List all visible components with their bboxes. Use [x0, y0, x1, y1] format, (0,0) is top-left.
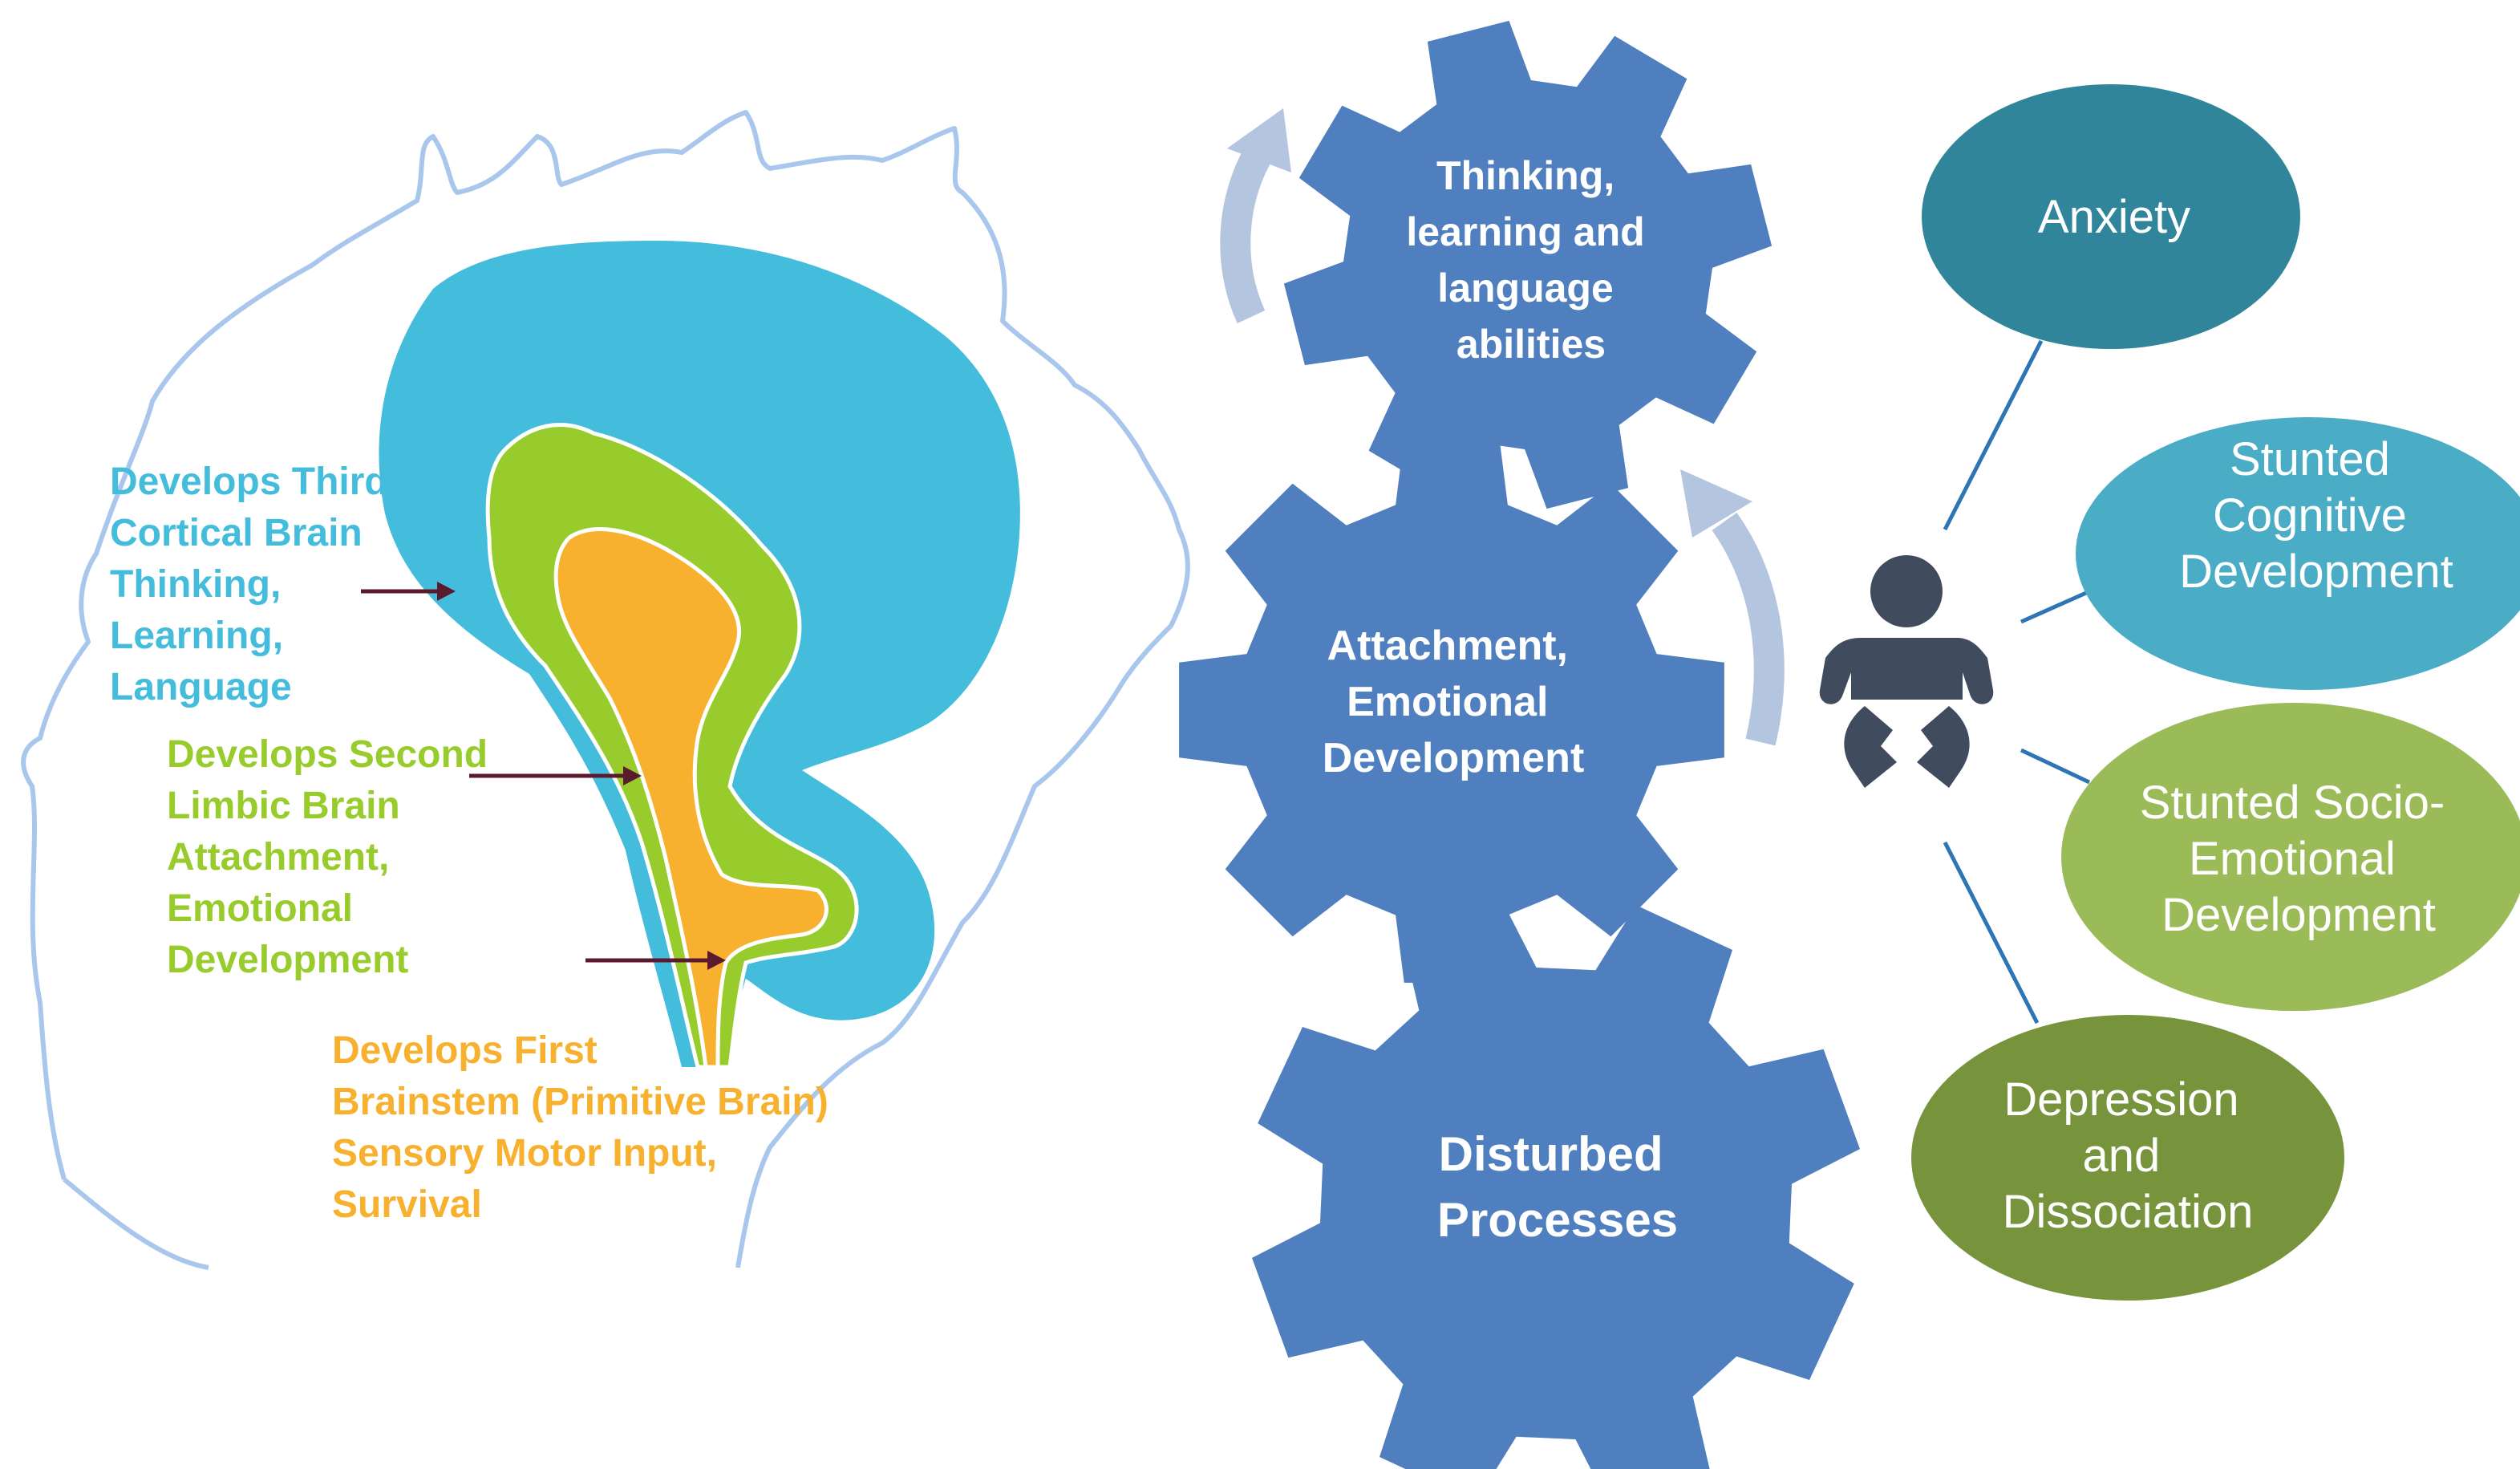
brainstem-label-line: Survival: [332, 1183, 482, 1226]
gear-top-label-line: language: [1437, 266, 1613, 310]
brainstem-label-line: Develops First: [332, 1029, 598, 1072]
gear-bottom-label-line: Processes: [1437, 1193, 1678, 1247]
brainstem-arrow: [585, 951, 726, 970]
gear-bottom-label-line: Disturbed: [1439, 1127, 1663, 1181]
depression-label-line: Dissociation: [2003, 1186, 2254, 1238]
cortical-label: Develops Third Cortical Brain Thinking, …: [110, 461, 399, 708]
gear-middle-label: Attachment, Emotional Development: [1323, 623, 1585, 781]
gear-middle-label-line: Emotional: [1347, 679, 1548, 725]
connector-cognitive: [2020, 587, 2095, 624]
limbic-arrow: [469, 766, 642, 785]
connector-socio: [2020, 748, 2091, 785]
brainstem-shape: [553, 527, 829, 1069]
outcome-cluster: Anxiety Stunted Cognitive Development St…: [1819, 84, 2520, 1301]
anxiety-label: Anxiety: [2038, 191, 2190, 243]
brain-illustration: Develops Third Cortical Brain Thinking, …: [21, 110, 1190, 1270]
socio-bubble: [2061, 703, 2520, 1011]
depression-bubble: [1911, 1015, 2344, 1301]
cortical-label-line: Thinking,: [110, 563, 281, 606]
cognitive-label-line: Cognitive: [2213, 489, 2407, 542]
head-outline: [21, 110, 1190, 1270]
curved-arrow-middle: [1712, 512, 1785, 746]
cognitive-bubble: [2076, 417, 2520, 690]
brainstem-label-line: Sensory Motor Input,: [332, 1132, 717, 1175]
cognitive-label-line: Development: [2179, 546, 2453, 598]
depression-label-line: and: [2083, 1130, 2161, 1182]
depression-label-line: Depression: [2003, 1073, 2238, 1126]
brainstem-label: Develops First Brainstem (Primitive Brai…: [332, 1029, 839, 1226]
cortical-label-line: Language: [110, 666, 292, 708]
gear-top: [1283, 20, 1773, 509]
cortical-label-line: Cortical Brain: [110, 512, 363, 554]
socio-label-line: Emotional: [2189, 833, 2396, 885]
cognitive-label: Stunted Cognitive Development: [2179, 433, 2453, 598]
gear-bottom-shape: [1252, 899, 1860, 1469]
curved-arrow-middle-head: [1680, 469, 1752, 538]
gear-middle-shape: [1179, 437, 1724, 983]
curved-arrow-top-head: [1227, 108, 1291, 172]
limbic-label-line: Develops Second: [167, 733, 488, 776]
gear-middle-label-line: Development: [1323, 735, 1585, 781]
limbic-label-line: Emotional: [167, 887, 353, 930]
limbic-label-line: Attachment,: [167, 836, 389, 879]
gear-stack: Thinking, learning and language abilitie…: [1179, 20, 1860, 1469]
socio-label: Stunted Socio- Emotional Development: [2140, 777, 2458, 941]
limbic-label-line: Limbic Brain: [167, 785, 400, 827]
gear-top-label-line: abilities: [1456, 322, 1606, 367]
gear-top-label-line: Thinking,: [1436, 153, 1615, 198]
connector-depression: [1943, 841, 2040, 1025]
socio-label-line: Stunted Socio-: [2140, 777, 2445, 829]
cognitive-label-line: Stunted: [2230, 433, 2390, 485]
gear-top-shape: [1283, 20, 1773, 509]
cortical-label-line: Learning,: [110, 615, 283, 657]
baby-icon: [1819, 555, 1994, 788]
connector-anxiety: [1943, 339, 2044, 531]
cortical-arrow: [361, 582, 456, 601]
limbic-label: Develops Second Limbic Brain Attachment,…: [167, 733, 498, 981]
limbic-label-line: Development: [167, 939, 408, 981]
gear-middle-label-line: Attachment,: [1327, 623, 1568, 669]
gear-bottom-label: Disturbed Processes: [1437, 1127, 1678, 1247]
brainstem-label-line: Brainstem (Primitive Brain): [332, 1081, 829, 1123]
gear-top-label-line: learning and: [1406, 209, 1644, 254]
gear-middle: [1179, 437, 1724, 983]
anxiety-label-line: Anxiety: [2038, 191, 2190, 243]
curved-arrow-top: [1220, 144, 1273, 323]
anxiety-bubble: [1922, 84, 2300, 349]
socio-label-line: Development: [2161, 889, 2436, 941]
depression-label: Depression and Dissociation: [2003, 1073, 2254, 1238]
gear-bottom: [1252, 899, 1860, 1469]
gear-top-label: Thinking, learning and language abilitie…: [1406, 153, 1655, 367]
cortical-label-line: Develops Third: [110, 461, 388, 503]
